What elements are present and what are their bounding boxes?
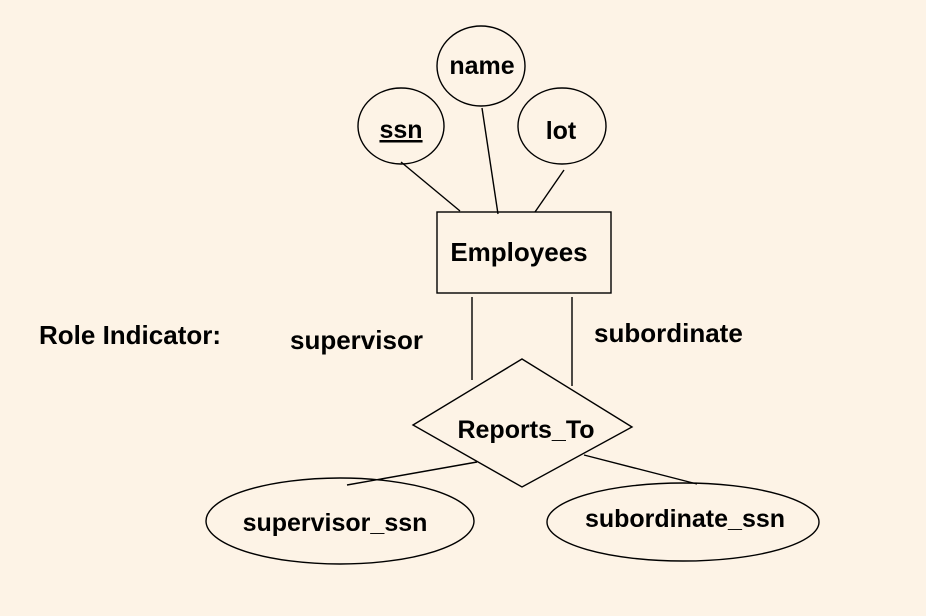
role-supervisor-label: supervisor xyxy=(290,325,423,355)
attribute-subordinate-ssn-label: subordinate_ssn xyxy=(585,505,785,533)
role-subordinate-label: subordinate xyxy=(594,318,743,348)
relationship-reports-to-label: Reports_To xyxy=(457,416,594,444)
attribute-lot-label: lot xyxy=(546,117,577,145)
attribute-lot-oval xyxy=(517,87,607,165)
attribute-ssn-oval xyxy=(357,87,445,165)
attribute-name-label: name xyxy=(449,52,514,80)
entity-employees-label: Employees xyxy=(450,237,587,267)
subordinate-ssn-connector xyxy=(583,454,698,485)
attribute-ssn-label: ssn xyxy=(379,116,422,144)
role-indicator-label: Role Indicator: xyxy=(39,320,221,350)
attribute-supervisor-ssn-label: supervisor_ssn xyxy=(243,509,428,537)
attribute-subordinate-ssn-oval xyxy=(546,482,820,562)
lot-connector xyxy=(534,169,565,213)
attribute-name-oval xyxy=(436,25,526,107)
entity-employees-box xyxy=(436,211,612,294)
relationship-reports-to-diamond xyxy=(411,358,634,488)
name-connector xyxy=(481,107,499,215)
attribute-supervisor-ssn-oval xyxy=(205,477,475,565)
ssn-connector xyxy=(400,161,461,212)
supervisor-ssn-connector xyxy=(346,461,478,486)
